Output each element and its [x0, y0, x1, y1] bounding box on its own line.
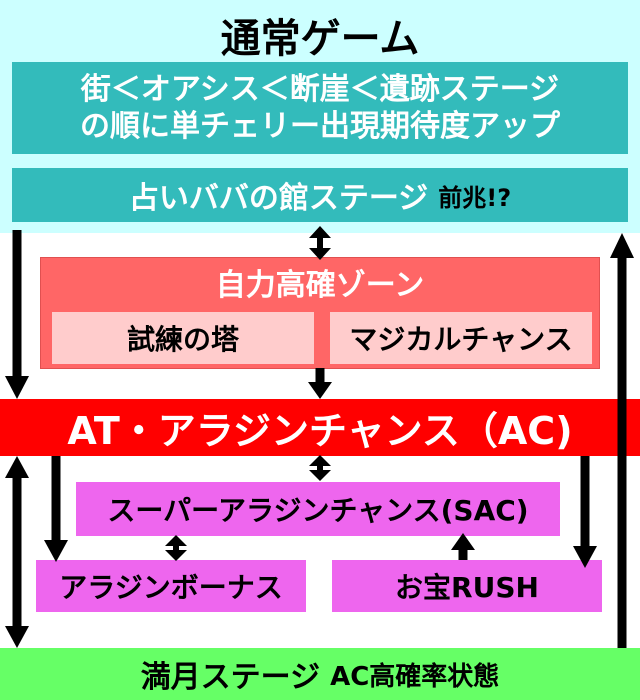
aladdin-chance-bar: AT・アラジンチャンス（AC): [0, 399, 640, 456]
stage-rule-line-2: の順に単チェリー出現期待度アップ: [80, 109, 560, 144]
fortune-baba-stage-label: 占いババの館ステージ: [128, 181, 429, 216]
arrow-ac-to-fullmoon: [573, 456, 597, 568]
arrow-zone-to-ac: [308, 368, 332, 399]
treasure-rush-box: お宝RUSH: [330, 558, 604, 614]
full-moon-stage-note: AC高確率状態: [330, 661, 500, 692]
trial-tower-box: 試練の塔: [52, 312, 314, 364]
full-moon-stage-bar: 満月ステージ AC高確率状態: [0, 648, 640, 700]
aladdin-bonus-box: アラジンボーナス: [34, 558, 308, 614]
stage-rule-line-1: 街＜オアシス＜断崖＜遺跡ステージ: [80, 71, 560, 107]
full-moon-stage-label: 満月ステージ: [140, 660, 321, 695]
arrow-ac-fullmoon-both: [5, 456, 29, 648]
magical-chance-box: マジカルチャンス: [330, 312, 592, 364]
stage-rule-box: 街＜オアシス＜断崖＜遺跡ステージ の順に単チェリー出現期待度アップ: [12, 62, 628, 154]
fortune-baba-stage-box: 占いババの館ステージ 前兆!?: [12, 168, 628, 222]
high-probability-zone-title: 自力高確ゾーン: [215, 268, 425, 303]
arrow-ac-sac-both: [309, 455, 331, 481]
normal-game-title: 通常ゲーム: [220, 16, 420, 62]
arrow-ac-to-bonus: [44, 456, 68, 562]
super-aladdin-chance-box: スーパーアラジンチャンス(SAC): [74, 480, 562, 538]
arrow-normal-to-ac: [5, 230, 29, 399]
fortune-baba-stage-note: 前兆!?: [438, 183, 512, 212]
